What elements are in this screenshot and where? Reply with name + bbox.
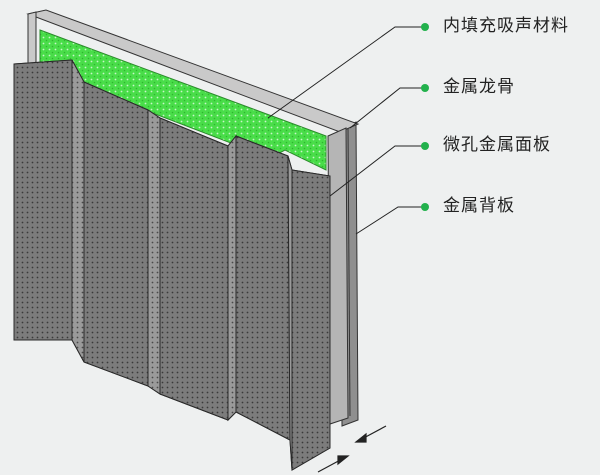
leader-dot-back-plate (421, 203, 429, 211)
metal-keel-left (27, 11, 37, 67)
metal-keel-side (327, 127, 349, 425)
leader-line-back-plate (355, 206, 425, 235)
leader-dot-perforated-panel (421, 142, 429, 150)
leader-dot-absorbent (421, 23, 429, 31)
callout-label-absorbent: 内填充吸声材料 (443, 16, 569, 36)
callout-label-back-plate: 金属背板 (443, 196, 515, 216)
leader-line-keel (349, 87, 425, 129)
leader-dot-keel (421, 84, 429, 92)
metal-keel-top (26, 9, 360, 133)
leader-line-perforated-panel (329, 145, 425, 197)
leader-line-absorbent (267, 26, 425, 119)
callout-label-keel: 金属龙骨 (443, 77, 515, 97)
micro-perforated-panel (13, 59, 331, 471)
callout-label-perforated-panel: 微孔金属面板 (443, 135, 551, 155)
thickness-arrows (317, 425, 387, 473)
